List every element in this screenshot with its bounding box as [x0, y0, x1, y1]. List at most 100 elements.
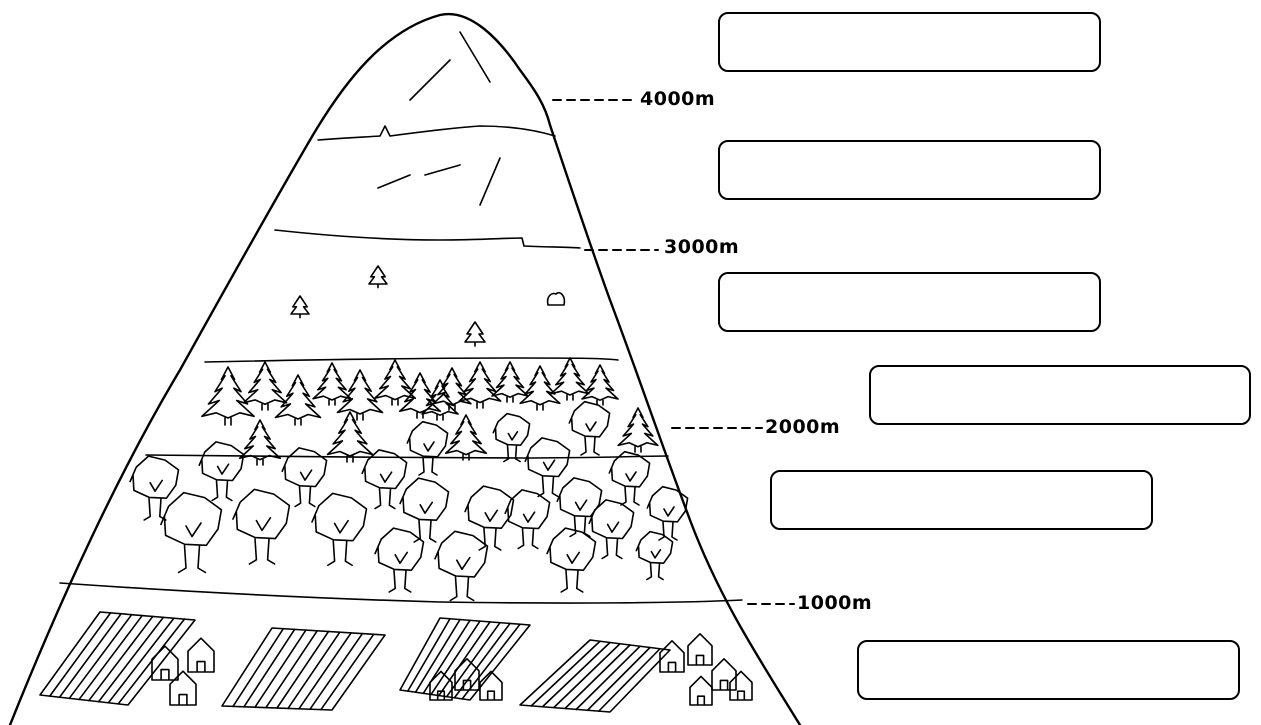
deciduous-trunk-icon [517, 511, 539, 550]
deciduous-crown-icon [198, 441, 245, 482]
conifer-tree-icon [238, 419, 282, 466]
field-furrow [461, 623, 521, 700]
conifer-tree-icon [336, 369, 384, 421]
house-icon [187, 637, 215, 673]
conifer-tree-icon [312, 362, 352, 406]
deciduous-trunk-icon [327, 519, 353, 567]
deciduous-crown-icon [588, 499, 635, 540]
deciduous-crown-icon [311, 492, 368, 542]
deciduous-trunk-icon [537, 459, 559, 498]
house-icon [454, 658, 480, 691]
deciduous-crown-icon [464, 485, 515, 529]
house-icon [689, 675, 713, 706]
answer-box-peak[interactable] [718, 12, 1101, 72]
field-plot-icon [221, 627, 386, 711]
deciduous-crown-icon [646, 485, 689, 523]
field-furrow [287, 631, 341, 710]
field-furrow [78, 614, 144, 701]
field-furrow [530, 640, 601, 707]
house-icon [711, 658, 737, 691]
field-plot-icon [519, 639, 671, 713]
deciduous-crown-icon [399, 477, 450, 521]
field-furrow [414, 618, 461, 694]
deciduous-trunk-icon [388, 551, 412, 593]
field-furrow [597, 647, 661, 712]
field-furrow [243, 628, 296, 708]
mountain-outline [8, 12, 802, 725]
field-furrow [541, 641, 611, 708]
deciduous-trunk-icon [503, 431, 521, 463]
altitude-label-3000: 3000m [664, 236, 740, 258]
deciduous-crown-icon [406, 420, 449, 458]
boundary-conifer-deciduous [145, 454, 669, 459]
small-tree-icon [368, 265, 388, 289]
deciduous-trunk-icon [211, 463, 233, 502]
deciduous-trunk-icon [418, 441, 438, 476]
field-furrow [575, 645, 641, 711]
deciduous-trunk-icon [478, 509, 502, 551]
deciduous-trunk-icon [143, 479, 167, 521]
conifer-tree-icon [326, 411, 374, 463]
conifer-tree-icon [519, 365, 561, 411]
deciduous-crown-icon [568, 400, 611, 438]
conifer-tree-icon [373, 359, 417, 406]
deciduous-crown-icon [556, 477, 603, 518]
deciduous-trunk-icon [646, 549, 664, 581]
deciduous-trunk-icon [294, 469, 316, 508]
deciduous-trunk-icon [374, 471, 396, 510]
rock-stroke [424, 164, 461, 176]
conifer-tree-icon [201, 366, 255, 426]
altitude-label-1000: 1000m [797, 592, 873, 614]
rock-stroke [377, 174, 411, 189]
boundary-deciduous-fields [59, 582, 743, 604]
field-furrow [58, 612, 122, 699]
deciduous-crown-icon [232, 488, 291, 540]
conifer-tree-icon [581, 364, 619, 406]
answer-box-alpine-meadow[interactable] [718, 272, 1101, 332]
field-furrow [309, 632, 364, 711]
deciduous-trunk-icon [177, 522, 207, 574]
conifer-tree-icon [617, 407, 659, 453]
answer-box-rock-zone[interactable] [718, 140, 1101, 200]
field-furrow [430, 620, 481, 696]
bush-icon [546, 291, 566, 306]
deciduous-crown-icon [434, 530, 489, 578]
house-icon [151, 645, 179, 681]
field-furrow [232, 627, 285, 708]
altitude-label-2000: 2000m [765, 416, 841, 438]
field-furrow [552, 642, 621, 709]
conifer-tree-icon [421, 379, 459, 421]
house-icon [729, 670, 753, 701]
answer-box-coniferous-forest[interactable] [869, 365, 1251, 425]
small-tree-icon [290, 295, 310, 319]
field-furrow [320, 633, 375, 711]
field-furrow [438, 621, 491, 697]
deciduous-crown-icon [281, 447, 328, 488]
conifer-tree-icon [444, 414, 488, 461]
boundary-meadow-conifer [204, 357, 619, 363]
deciduous-trunk-icon [248, 517, 276, 565]
deciduous-crown-icon [504, 489, 551, 530]
house-icon [429, 670, 453, 701]
deciduous-trunk-icon [580, 421, 600, 456]
rock-stroke [479, 157, 501, 206]
deciduous-crown-icon [361, 449, 408, 490]
rock-stroke [409, 59, 451, 101]
deciduous-trunk-icon [449, 556, 475, 602]
conifer-tree-icon [491, 361, 529, 403]
conifer-tree-icon [242, 361, 288, 411]
deciduous-trunk-icon [601, 521, 623, 560]
house-icon [479, 670, 503, 701]
deciduous-crown-icon [129, 455, 180, 499]
deciduous-crown-icon [608, 450, 651, 488]
deciduous-trunk-icon [658, 506, 678, 541]
field-furrow [586, 646, 651, 712]
field-furrow [88, 615, 154, 702]
answer-box-deciduous-forest[interactable] [770, 470, 1153, 530]
answer-box-fields-villages[interactable] [857, 640, 1240, 700]
field-furrow [564, 644, 631, 710]
deciduous-crown-icon [160, 491, 223, 547]
boundary-peak-rock [317, 125, 556, 141]
house-icon [169, 670, 197, 706]
deciduous-trunk-icon [620, 471, 640, 506]
